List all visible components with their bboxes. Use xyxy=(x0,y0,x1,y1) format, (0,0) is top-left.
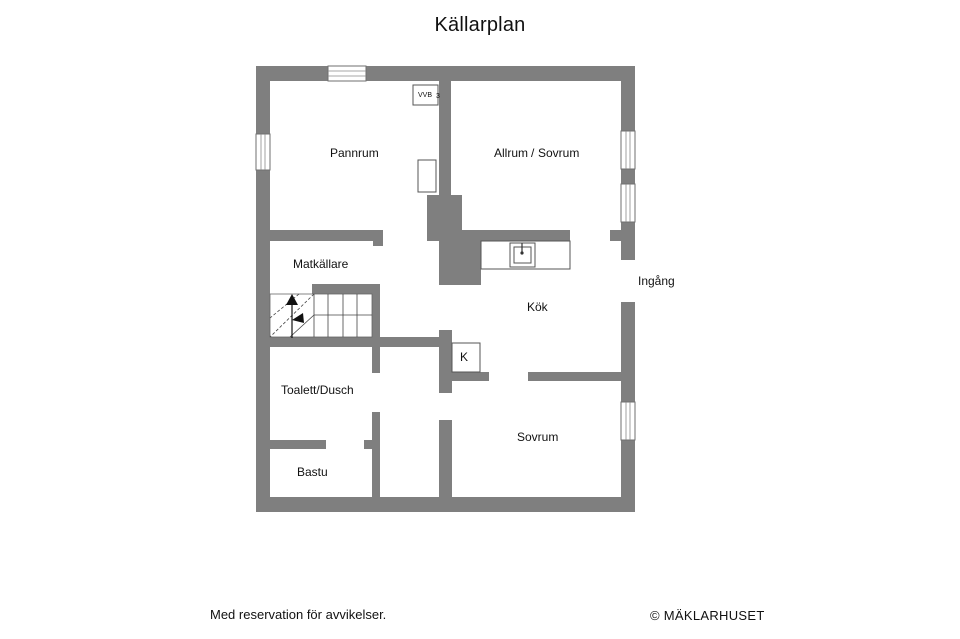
outer-wall-left xyxy=(256,66,270,512)
room-label-pannrum: Pannrum xyxy=(330,146,379,160)
staircase xyxy=(269,293,373,338)
room-label-bastu: Bastu xyxy=(297,465,328,479)
room-labels: Pannrum Allrum / Sovrum Matkällare Kök I… xyxy=(281,146,675,479)
copyright-text: © MÄKLARHUSET xyxy=(650,608,765,623)
interior-walls xyxy=(270,81,635,497)
vvb-box xyxy=(412,84,439,106)
wall-allrum-kok xyxy=(462,230,570,241)
wall-entry-stub xyxy=(621,222,635,260)
window-right-1 xyxy=(620,130,636,170)
wall-toalett-stub xyxy=(372,347,380,373)
room-label-matkallare: Matkällare xyxy=(293,257,349,271)
window-left xyxy=(255,133,271,171)
wall-k-left xyxy=(439,330,452,393)
wall-stair-right xyxy=(372,284,380,338)
wall-toalett-right-nub xyxy=(364,440,374,449)
wall-k-bottom xyxy=(452,372,489,381)
room-label-ingang: Ingång xyxy=(638,274,675,288)
fixtures: VVB 3 K xyxy=(412,84,571,373)
boiler-unit xyxy=(417,159,437,193)
room-label-kok: Kök xyxy=(527,300,549,314)
window-top xyxy=(327,65,367,82)
wall-allrum-right-stub xyxy=(610,230,621,241)
stair-arrow-left-icon xyxy=(292,313,304,323)
room-label-sovrum-upper: Sovrum xyxy=(538,146,579,160)
wall-bastu-top xyxy=(270,440,326,449)
k-box xyxy=(451,342,481,373)
stair-box xyxy=(269,293,373,338)
windows xyxy=(255,65,636,441)
wall-pannrum-matkallare xyxy=(270,230,378,241)
wall-sovrum-left xyxy=(439,420,452,497)
wall-pannrum-matkallare-end xyxy=(373,230,383,246)
k-label: K xyxy=(460,350,468,364)
window-right-3 xyxy=(620,401,636,441)
stair-arrow-up-icon xyxy=(286,294,298,305)
wall-stair-bottom xyxy=(270,337,452,347)
wall-sovrum-top xyxy=(528,372,621,381)
vvb-label: VVB xyxy=(418,92,432,99)
room-label-sovrum-lower: Sovrum xyxy=(517,430,558,444)
room-label-allrum-separator: / xyxy=(531,146,535,160)
outer-wall-bottom xyxy=(256,497,635,512)
wall-stair-top xyxy=(312,284,380,294)
outer-wall-top xyxy=(256,66,635,81)
faucet-head-icon xyxy=(520,251,524,255)
disclaimer-text: Med reservation för avvikelser. xyxy=(210,607,387,622)
room-label-toalett: Toalett/Dusch xyxy=(281,383,354,397)
wall-pannrum-allrum xyxy=(439,81,451,201)
vvb-mark: 3 xyxy=(436,93,440,100)
room-label-allrum: Allrum xyxy=(494,146,528,160)
wall-toalett-right xyxy=(372,412,380,497)
window-right-2 xyxy=(620,183,636,223)
page-title: Källarplan xyxy=(434,14,526,36)
